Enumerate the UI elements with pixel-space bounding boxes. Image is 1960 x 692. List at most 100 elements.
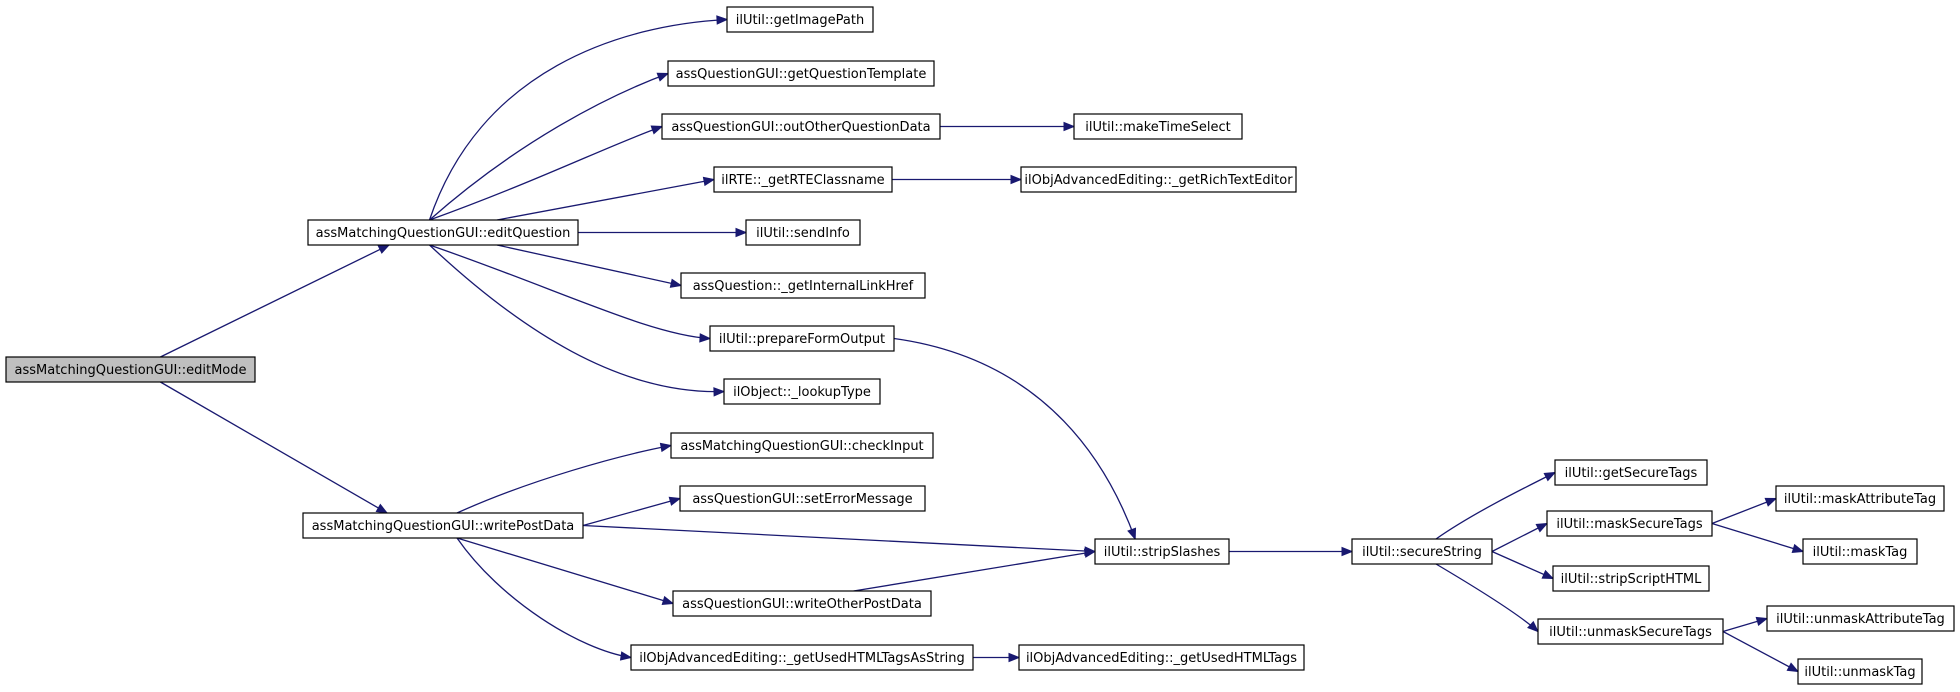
node-outOtherQuestionData[interactable]: assQuestionGUI::outOtherQuestionData	[661, 113, 941, 140]
node-label: ilUtil::sendInfo	[756, 226, 850, 241]
edge-unmaskSecureTags-to-unmaskAttributeTag	[1722, 616, 1769, 633]
node-box	[307, 219, 579, 246]
edge-prepareFormOutput-to-stripSlashes	[893, 337, 1137, 541]
edge-arrowhead	[702, 176, 716, 187]
edge-arrowhead	[1755, 616, 1769, 627]
node-box	[709, 325, 895, 352]
edge-arrowhead	[1127, 527, 1137, 541]
node-prepareFormOutput[interactable]: ilUtil::prepareFormOutput	[709, 325, 895, 352]
node-label: ilUtil::prepareFormOutput	[719, 332, 885, 347]
node-writeOtherPostData[interactable]: assQuestionGUI::writeOtherPostData	[672, 590, 932, 617]
edge-line	[1491, 550, 1554, 580]
node-unmaskSecureTags[interactable]: ilUtil::unmaskSecureTags	[1537, 618, 1724, 645]
node-secureString[interactable]: ilUtil::secureString	[1351, 538, 1493, 565]
node-label: ilUtil::maskSecureTags	[1556, 517, 1702, 532]
node-label: assQuestionGUI::outOtherQuestionData	[671, 120, 930, 135]
node-label: assMatchingQuestionGUI::checkInput	[680, 439, 923, 454]
node-stripScriptHTML[interactable]: ilUtil::stripScriptHTML	[1552, 565, 1710, 592]
node-label: ilUtil::makeTimeSelect	[1085, 120, 1230, 135]
node-label: ilUtil::unmaskAttributeTag	[1776, 612, 1945, 627]
node-box	[1797, 658, 1923, 685]
edge-arrowhead	[1535, 522, 1549, 533]
edge-arrowhead	[1008, 652, 1021, 663]
node-label: ilRTE::_getRTEClassname	[721, 173, 884, 188]
node-getInternalLinkHref[interactable]: assQuestion::_getInternalLinkHref	[680, 272, 926, 299]
edge-editQuestion-to-getImagePath	[428, 15, 729, 221]
edge-line	[1711, 522, 1804, 553]
edge-arrowhead	[375, 503, 389, 514]
edge-line	[456, 444, 672, 514]
node-editQuestion[interactable]: assMatchingQuestionGUI::editQuestion	[307, 219, 579, 246]
edge-line	[1435, 563, 1539, 632]
node-lookupType[interactable]: ilObject::_lookupType	[723, 378, 881, 405]
edge-arrowhead	[1010, 174, 1023, 185]
node-unmaskAttributeTag[interactable]: ilUtil::unmaskAttributeTag	[1766, 605, 1955, 632]
edge-maskSecureTags-to-maskAttributeTag	[1711, 497, 1778, 525]
edge-line	[160, 244, 390, 358]
node-label: ilObjAdvancedEditing::_getRichTextEditor	[1024, 173, 1293, 188]
node-getUsedHTMLTags[interactable]: ilObjAdvancedEditing::_getUsedHTMLTags	[1018, 644, 1305, 671]
edge-outOtherQuestionData-to-makeTimeSelect	[940, 121, 1076, 132]
node-label: ilUtil::stripSlashes	[1104, 545, 1221, 560]
edge-writePostData-to-getUsedHTMLTagsAsString	[456, 537, 633, 661]
edge-line	[853, 550, 1096, 592]
node-editMode[interactable]: assMatchingQuestionGUI::editMode	[5, 356, 256, 383]
edge-stripSlashes-to-secureString	[1229, 546, 1354, 557]
node-maskTag[interactable]: ilUtil::maskTag	[1802, 538, 1918, 565]
edge-line	[1711, 497, 1777, 525]
edge-arrowhead	[661, 595, 675, 605]
node-label: assMatchingQuestionGUI::writePostData	[312, 519, 575, 534]
node-checkInput[interactable]: assMatchingQuestionGUI::checkInput	[670, 432, 934, 459]
edge-writePostData-to-stripSlashes	[582, 524, 1097, 556]
edge-arrowhead	[1541, 569, 1555, 580]
edge-arrowhead	[1341, 546, 1354, 557]
edge-secureString-to-getSecureTags	[1435, 471, 1557, 540]
node-makeTimeSelect[interactable]: ilUtil::makeTimeSelect	[1073, 113, 1243, 140]
edge-arrowhead	[735, 227, 748, 238]
node-box	[713, 166, 893, 193]
edge-line	[893, 337, 1136, 540]
node-maskSecureTags[interactable]: ilUtil::maskSecureTags	[1546, 510, 1713, 537]
node-box	[723, 378, 881, 405]
edge-getRTEClassname-to-getRichTextEditor	[892, 174, 1023, 185]
node-label: assQuestionGUI::getQuestionTemplate	[676, 67, 927, 82]
node-writePostData[interactable]: assMatchingQuestionGUI::writePostData	[302, 512, 584, 539]
node-getSecureTags[interactable]: ilUtil::getSecureTags	[1554, 459, 1708, 486]
edge-arrowhead	[377, 244, 391, 254]
node-unmaskTag[interactable]: ilUtil::unmaskTag	[1797, 658, 1923, 685]
node-getQuestionTemplate[interactable]: assQuestionGUI::getQuestionTemplate	[667, 60, 935, 87]
node-box	[1554, 459, 1708, 486]
node-box	[1094, 538, 1230, 565]
edge-editQuestion-to-outOtherQuestionData	[429, 125, 664, 221]
edge-line	[456, 537, 632, 659]
edge-line	[1435, 471, 1556, 540]
node-getUsedHTMLTagsAsString[interactable]: ilObjAdvancedEditing::_getUsedHTMLTagsAs…	[630, 644, 974, 671]
node-maskAttributeTag[interactable]: ilUtil::maskAttributeTag	[1775, 485, 1945, 512]
edge-arrowhead	[1786, 662, 1800, 673]
node-box	[672, 590, 932, 617]
edge-arrowhead	[650, 125, 664, 135]
edge-writePostData-to-checkInput	[456, 442, 673, 514]
edge-arrowhead	[699, 333, 712, 343]
edge-editMode-to-writePostData	[160, 381, 389, 514]
node-getRTEClassname[interactable]: ilRTE::_getRTEClassname	[713, 166, 893, 193]
edge-line	[496, 178, 715, 221]
node-stripSlashes[interactable]: ilUtil::stripSlashes	[1094, 538, 1230, 565]
node-box	[670, 432, 934, 459]
edge-secureString-to-stripScriptHTML	[1491, 550, 1555, 580]
node-getRichTextEditor[interactable]: ilObjAdvancedEditing::_getRichTextEditor	[1020, 166, 1297, 193]
edge-line	[1722, 630, 1799, 673]
edge-arrowhead	[713, 387, 726, 397]
node-label: ilUtil::unmaskSecureTags	[1549, 625, 1712, 640]
edge-arrowhead	[1083, 548, 1097, 558]
node-label: ilUtil::unmaskTag	[1804, 665, 1915, 680]
node-sendInfo[interactable]: ilUtil::sendInfo	[745, 219, 861, 246]
node-box	[1018, 644, 1305, 671]
node-setErrorMessage[interactable]: assQuestionGUI::setErrorMessage	[679, 485, 926, 512]
node-box	[302, 512, 584, 539]
edge-maskSecureTags-to-maskTag	[1711, 522, 1805, 553]
edge-secureString-to-unmaskSecureTags	[1435, 563, 1539, 633]
node-getImagePath[interactable]: ilUtil::getImagePath	[726, 6, 874, 33]
edge-writePostData-to-writeOtherPostData	[456, 537, 675, 605]
